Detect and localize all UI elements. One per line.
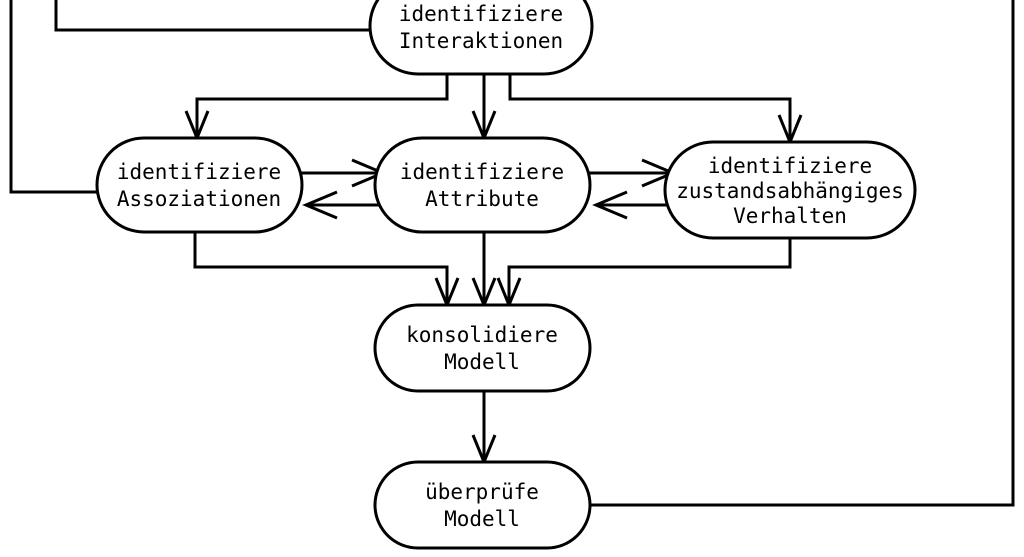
node-shape-interaktionen bbox=[368, 0, 594, 76]
node-label-interaktionen-line1: identifiziere bbox=[399, 2, 563, 26]
node-label-ueberpruefe-line2: Modell bbox=[444, 507, 520, 531]
node-konsolidiere-modell[interactable]: konsolidiere Modell bbox=[373, 303, 592, 393]
node-identifiziere-interaktionen[interactable]: identifiziere Interaktionen bbox=[368, 0, 594, 76]
node-identifiziere-zustandsabhaengiges-verhalten[interactable]: identifiziere zustandsabhängiges Verhalt… bbox=[663, 140, 917, 240]
node-shape-verhalten bbox=[663, 140, 917, 240]
arrowhead-attribute-to-assoziationen bbox=[302, 190, 338, 220]
edge-interaktionen-feedback-left bbox=[9, 0, 100, 194]
node-label-interaktionen-line2: Interaktionen bbox=[399, 29, 563, 53]
edge-verhalten-to-konsolidiere bbox=[507, 239, 792, 304]
node-label-konsolidiere-line1: konsolidiere bbox=[406, 323, 558, 347]
node-ueberpruefe-modell[interactable]: überprüfe Modell bbox=[373, 460, 592, 550]
node-label-verhalten-line2: zustandsabhängiges bbox=[676, 179, 904, 203]
edge-ueberpruefe-feedback-right bbox=[590, 0, 1015, 507]
node-label-attribute-line2: Attribute bbox=[425, 187, 539, 211]
edge-interaktionen-to-assoziationen bbox=[195, 74, 449, 137]
node-label-assoziationen-line2: Assoziationen bbox=[117, 187, 281, 211]
edge-layer bbox=[9, 0, 1015, 507]
node-label-assoziationen-line1: identifiziere bbox=[117, 160, 281, 184]
edge-assoziationen-to-konsolidiere bbox=[193, 233, 449, 304]
edge-interaktionen-to-verhalten bbox=[508, 74, 792, 141]
edge-interaktionen-feedback-top bbox=[54, 0, 370, 32]
node-label-verhalten-line3: Verhalten bbox=[733, 204, 847, 228]
node-shape-attribute bbox=[373, 136, 592, 234]
node-label-attribute-line1: identifiziere bbox=[400, 160, 564, 184]
node-shape-assoziationen bbox=[95, 136, 304, 234]
node-shape-konsolidiere bbox=[373, 303, 592, 393]
node-label-ueberpruefe-line1: überprüfe bbox=[425, 480, 539, 504]
node-identifiziere-attribute[interactable]: identifiziere Attribute bbox=[373, 136, 592, 234]
node-layer: identifiziere Interaktionen identifizier… bbox=[95, 0, 917, 550]
arrowhead-verhalten-to-attribute bbox=[592, 190, 628, 220]
node-label-verhalten-line1: identifiziere bbox=[708, 154, 872, 178]
node-identifiziere-assoziationen[interactable]: identifiziere Assoziationen bbox=[95, 136, 304, 234]
node-shape-ueberpruefe bbox=[373, 460, 592, 550]
node-label-konsolidiere-line2: Modell bbox=[444, 350, 520, 374]
